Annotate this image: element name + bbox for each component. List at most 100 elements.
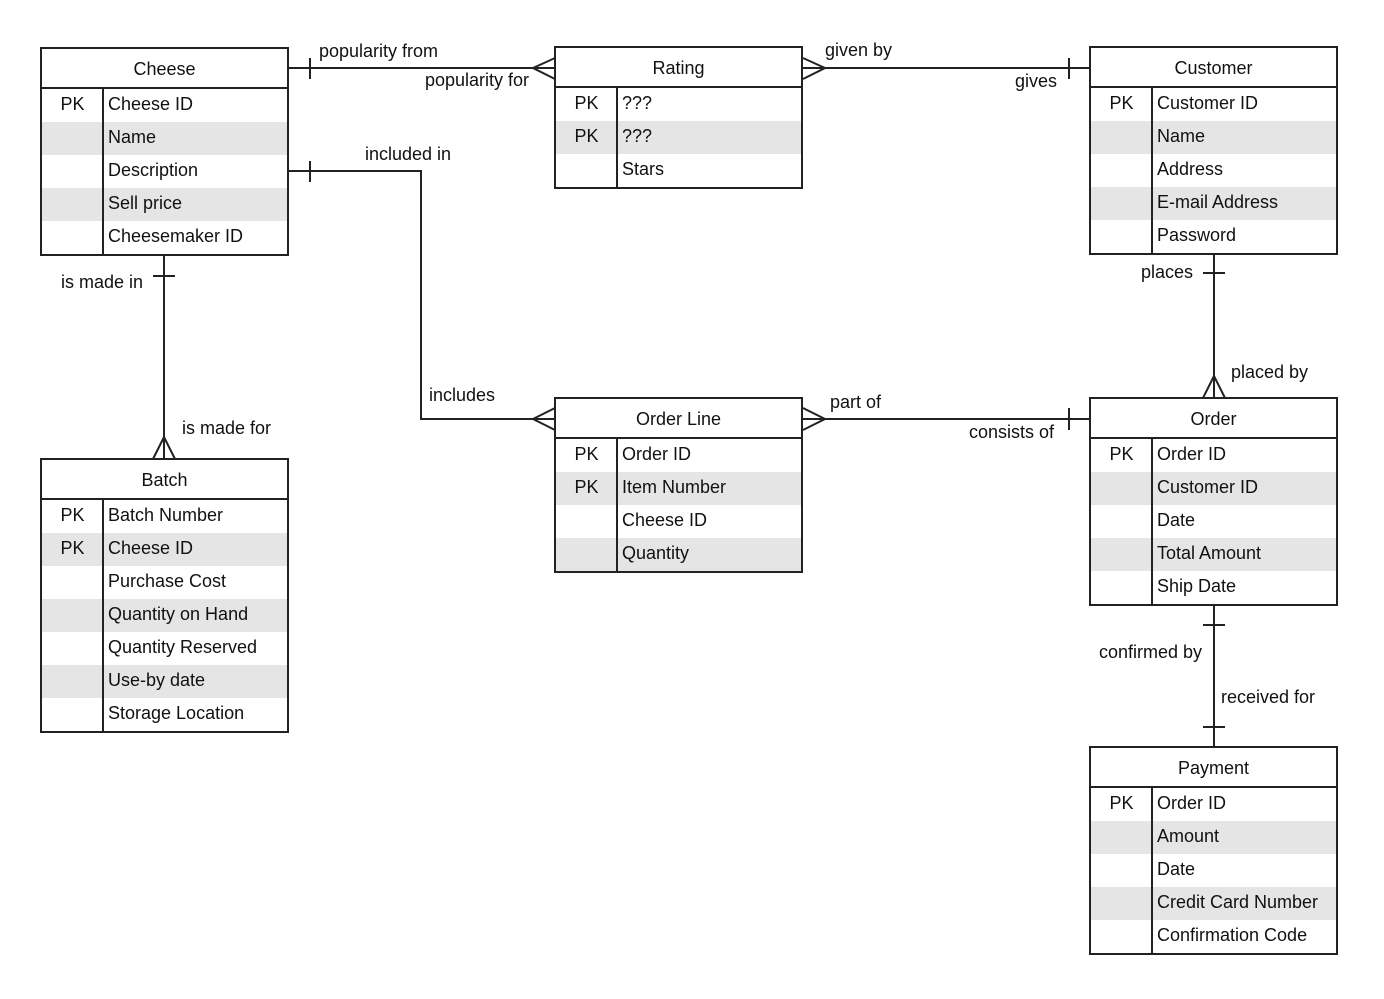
relationship-cheese-orderline [289, 161, 556, 431]
attribute-name: ??? [622, 93, 653, 113]
label-places: places [1141, 262, 1194, 282]
column-divider [1151, 88, 1153, 253]
key-marker: PK [574, 93, 599, 113]
attribute-name: Sell price [108, 193, 183, 213]
key-marker: PK [60, 94, 85, 114]
attribute-row: Confirmation Code [1091, 920, 1336, 953]
attribute-row: Stars [556, 154, 801, 187]
attribute-row: Cheese ID [556, 505, 801, 538]
key-marker [1091, 887, 1152, 920]
attribute-row: Quantity Reserved [42, 632, 287, 665]
attribute-name: Order ID [622, 444, 692, 464]
key-marker [42, 155, 103, 188]
attribute-name: Date [1157, 510, 1196, 530]
attribute-name: Order ID [1157, 793, 1227, 813]
key-marker [1091, 821, 1152, 854]
label-placed-by: placed by [1231, 362, 1309, 382]
entity-title: Customer [1091, 48, 1336, 88]
entity-title: Batch [42, 460, 287, 500]
key-marker [1091, 121, 1152, 154]
key-marker [42, 632, 103, 665]
key-marker [1091, 472, 1152, 505]
label-popularity-from: popularity from [319, 41, 439, 61]
attribute-name: E-mail Address [1157, 192, 1279, 212]
key-marker: PK [60, 538, 85, 558]
relationship-rating-customer [802, 57, 1090, 80]
attribute-row: Total Amount [1091, 538, 1336, 571]
label-confirmed-by: confirmed by [1099, 642, 1203, 662]
attribute-name: Name [1157, 126, 1206, 146]
key-marker [556, 538, 617, 571]
column-divider [616, 88, 618, 187]
attribute-row: PK Cheese ID [42, 533, 287, 566]
attribute-row: Date [1091, 505, 1336, 538]
key-marker [1091, 571, 1152, 604]
attribute-row: Quantity [556, 538, 801, 571]
key-marker: PK [1109, 444, 1134, 464]
key-marker [1091, 187, 1152, 220]
key-marker: PK [60, 505, 85, 525]
attribute-name: Cheese ID [108, 538, 194, 558]
key-marker: PK [1109, 93, 1134, 113]
entity-title: Order Line [556, 399, 801, 439]
attribute-row: PK??? [556, 121, 801, 154]
key-marker [1091, 505, 1152, 538]
label-part-of: part of [830, 392, 882, 412]
attribute-row: Sell price [42, 188, 287, 221]
key-marker: PK [1109, 793, 1134, 813]
key-marker: PK [574, 444, 599, 464]
attribute-row: Name [1091, 121, 1336, 154]
attribute-name: Total Amount [1157, 543, 1262, 563]
entity-title: Order [1091, 399, 1336, 439]
column-divider [616, 439, 618, 571]
attribute-name: Amount [1157, 826, 1220, 846]
key-marker [1091, 854, 1152, 887]
relationship-orderline-order [802, 407, 1090, 431]
attribute-row: Quantity on Hand [42, 599, 287, 632]
key-marker [42, 566, 103, 599]
relationship-cheese-batch [152, 254, 176, 460]
attribute-row: Description [42, 155, 287, 188]
attribute-name: Order ID [1157, 444, 1227, 464]
attribute-name: Storage Location [108, 703, 245, 723]
attribute-name: Customer ID [1157, 477, 1259, 497]
attribute-name: Confirmation Code [1157, 925, 1308, 945]
attribute-name: Description [108, 160, 199, 180]
label-consists-of: consists of [969, 422, 1055, 442]
label-popularity-for: popularity for [425, 70, 530, 90]
key-marker [1091, 920, 1152, 953]
key-marker: PK [574, 477, 599, 497]
key-marker [1091, 220, 1152, 253]
key-marker: PK [574, 126, 599, 146]
key-marker [1091, 538, 1152, 571]
attribute-row: PK Order ID [1091, 788, 1336, 821]
column-divider [1151, 788, 1153, 953]
attribute-row: Storage Location [42, 698, 287, 731]
key-marker [42, 665, 103, 698]
column-divider [102, 500, 104, 731]
attribute-name: Quantity on Hand [108, 604, 249, 624]
attribute-name: Cheesemaker ID [108, 226, 244, 246]
attribute-name: Credit Card Number [1157, 892, 1319, 912]
attribute-row: Date [1091, 854, 1336, 887]
relationship-cheese-rating [289, 57, 556, 80]
label-gives: gives [1015, 71, 1058, 91]
relationship-customer-order [1202, 254, 1226, 399]
label-is-made-in: is made in [61, 272, 144, 292]
attribute-name: Quantity [622, 543, 690, 563]
attribute-name: Stars [622, 159, 665, 179]
entity-title: Cheese [42, 49, 287, 89]
key-marker [42, 221, 103, 254]
key-marker [42, 599, 103, 632]
attribute-name: Address [1157, 159, 1224, 179]
attribute-row: Credit Card Number [1091, 887, 1336, 920]
